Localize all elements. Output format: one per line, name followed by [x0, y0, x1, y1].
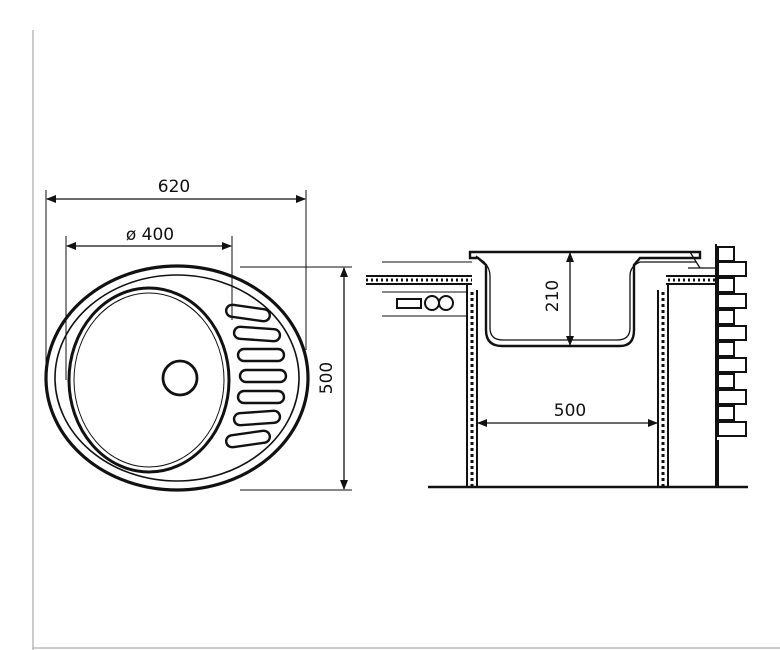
bowl-inner-outline	[73, 292, 225, 468]
cabinet-wall-right	[657, 284, 669, 487]
drainer-rib	[224, 303, 272, 323]
sink-inner-rim	[54, 274, 300, 482]
brick-wall	[715, 244, 747, 487]
fitting-ring-right	[438, 295, 454, 311]
dimension-label-400: ø 400	[126, 225, 174, 245]
drainer-rib	[232, 325, 282, 343]
drain-hole	[161, 359, 199, 397]
bowl-outline	[67, 286, 231, 474]
sink-cross-section-inner	[475, 255, 696, 341]
top-view: 620 ø 400 500	[44, 177, 352, 492]
side-view: 210 500	[366, 244, 748, 489]
dimension-label-500-vertical: 500	[317, 362, 337, 394]
dimension-label-210: 210	[543, 280, 563, 312]
dimension-label-500-horizontal: 500	[554, 401, 586, 421]
fitting-ring-left	[424, 295, 440, 311]
drainer-rib	[224, 429, 272, 449]
sink-cross-section-outer	[468, 250, 702, 348]
drainer-rib	[232, 409, 282, 427]
drainer-rib	[238, 368, 288, 384]
fitting-bar	[396, 298, 422, 309]
drainer-ribs	[224, 303, 288, 449]
drainer-rib	[236, 347, 286, 363]
cabinet-wall-left	[466, 284, 478, 487]
sink-rim-lip	[689, 251, 701, 269]
drainer-rib	[236, 389, 286, 405]
dimension-label-620: 620	[158, 177, 190, 197]
